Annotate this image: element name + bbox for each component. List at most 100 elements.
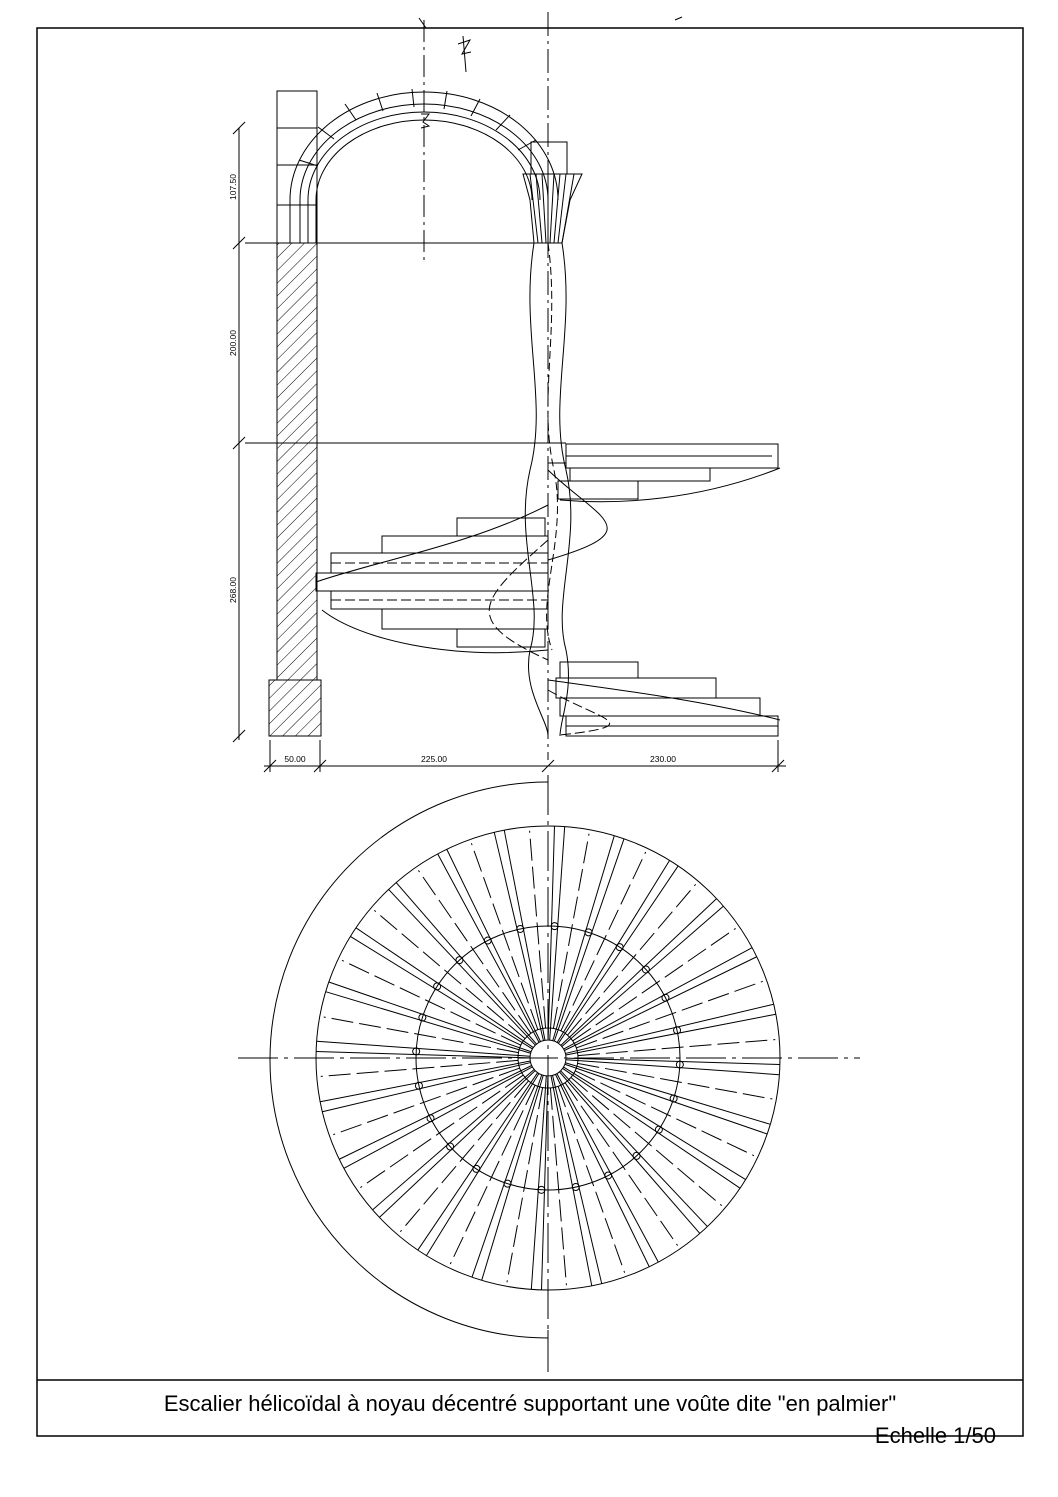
step-marker xyxy=(571,1183,580,1192)
step-marker xyxy=(661,993,670,1002)
step-marker xyxy=(654,1125,663,1134)
step-edge-line xyxy=(552,1075,603,1284)
step-edge-line xyxy=(437,853,540,1043)
step-marker xyxy=(673,1026,682,1035)
palm-vault-capital xyxy=(522,141,583,244)
leader-mark xyxy=(674,16,683,21)
step-edge-line xyxy=(320,1060,531,1103)
wall-section-hatched xyxy=(276,242,318,681)
step-nosing-line xyxy=(564,1082,678,1246)
step-marker xyxy=(604,1171,613,1180)
step-marker xyxy=(537,1185,546,1194)
step-edge-line xyxy=(343,1066,533,1169)
sheet-border xyxy=(36,27,1024,1437)
step-nosing-line xyxy=(341,959,522,1046)
step-edge-line xyxy=(565,1057,780,1065)
step-edge-line xyxy=(328,981,532,1053)
steps-lower-right xyxy=(547,661,781,737)
step-edge-line xyxy=(503,830,546,1041)
step-nosing-line xyxy=(360,1074,524,1188)
step-edge-line xyxy=(555,1074,650,1267)
step-nosing-line xyxy=(333,1067,520,1136)
step-edge-line xyxy=(556,1073,659,1263)
step-edge-line xyxy=(355,927,534,1048)
step-marker xyxy=(414,1081,423,1090)
step-marker xyxy=(446,1142,455,1151)
dim-label-horizontal: 225.00 xyxy=(421,754,447,764)
newel-hub-outer xyxy=(517,1027,579,1089)
step-edge-line xyxy=(425,1073,540,1256)
drawing-caption: Escalier hélicoïdal à noyau décentré sup… xyxy=(163,1391,897,1416)
step-nosing-line xyxy=(576,980,763,1049)
wall-upper xyxy=(276,90,318,244)
step-nosing-line xyxy=(323,1016,519,1054)
step-nosing-line xyxy=(320,1059,519,1077)
step-edge-line xyxy=(560,898,717,1046)
leader-mark xyxy=(418,17,427,29)
step-nosing-line xyxy=(570,1077,723,1207)
dim-label-horizontal: 50.00 xyxy=(284,754,306,764)
step-edge-line xyxy=(563,947,753,1050)
plan-view xyxy=(238,775,860,1372)
step-edge-line xyxy=(561,905,724,1047)
dim-label-vertical: 107.50 xyxy=(228,174,238,200)
step-marker xyxy=(503,1179,512,1188)
step-edge-line xyxy=(565,1013,776,1056)
step-edge-line xyxy=(388,889,536,1046)
step-marker xyxy=(615,943,624,952)
step-edge-line xyxy=(552,835,615,1041)
step-edge-line xyxy=(395,882,537,1045)
step-nosing-line xyxy=(552,833,590,1029)
step-nosing-line xyxy=(529,830,547,1029)
step-edge-line xyxy=(379,1070,536,1218)
step-nosing-line xyxy=(373,909,526,1039)
step-nosing-line xyxy=(577,1039,776,1057)
step-nosing-line xyxy=(506,1087,544,1283)
step-edge-line xyxy=(547,826,555,1041)
step-marker xyxy=(516,924,525,933)
step-edge-line xyxy=(530,1075,547,1290)
step-edge-line xyxy=(549,826,566,1041)
step-edge-line xyxy=(316,1040,531,1057)
step-nosing-line xyxy=(577,1062,773,1100)
step-edge-line xyxy=(559,1071,701,1234)
step-edge-line xyxy=(350,935,533,1050)
step-edge-line xyxy=(471,1074,543,1278)
plan-step-radials xyxy=(316,826,780,1290)
newel-hub-inner xyxy=(529,1039,567,1077)
step-edge-line xyxy=(556,860,671,1043)
vertical-dimension-line xyxy=(232,121,566,743)
step-edge-line xyxy=(372,1069,535,1211)
step-edge-line xyxy=(316,1051,531,1059)
elevation-view xyxy=(232,12,786,773)
step-nosing-line xyxy=(557,1086,626,1273)
dim-label-vertical: 200.00 xyxy=(228,330,238,356)
step-nosing-line xyxy=(560,851,647,1032)
scale-label: Echelle 1/50 xyxy=(874,1423,996,1448)
step-nosing-line xyxy=(449,1084,536,1265)
step-nosing-line xyxy=(574,1070,755,1157)
step-edge-line xyxy=(560,1070,708,1227)
step-marker xyxy=(472,1164,481,1173)
step-marker xyxy=(632,1151,641,1160)
step-marker xyxy=(584,928,593,937)
step-nosing-line xyxy=(549,1087,567,1286)
step-edge-line xyxy=(553,838,625,1042)
step-marker xyxy=(483,936,492,945)
steps-middle-left xyxy=(315,504,549,661)
horizontal-dimension-line xyxy=(263,740,786,773)
step-nosing-line xyxy=(399,1080,529,1233)
steps-upper-right xyxy=(547,443,781,561)
step-marker xyxy=(669,1094,678,1103)
step-marker xyxy=(675,1060,684,1069)
step-edge-line xyxy=(564,956,757,1051)
wall-footing-hatched xyxy=(268,679,322,737)
step-edge-line xyxy=(564,1063,768,1135)
dim-label-horizontal: 230.00 xyxy=(650,754,676,764)
step-edge-line xyxy=(493,832,544,1041)
step-edge-line xyxy=(565,1062,771,1125)
step-edge-line xyxy=(558,865,679,1044)
step-marker xyxy=(426,1114,435,1123)
step-edge-line xyxy=(541,1075,549,1290)
